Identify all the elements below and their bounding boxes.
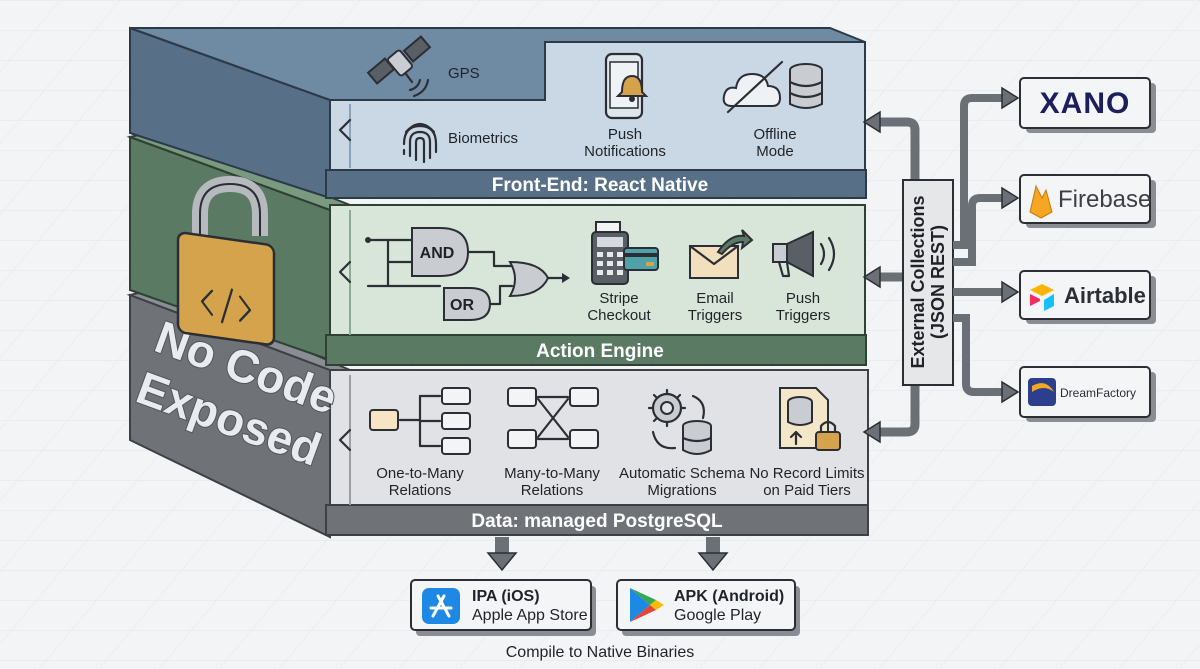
arrow-down-ios [486, 552, 518, 572]
database-lock-icon [779, 387, 841, 451]
data-layer-bar [325, 504, 869, 536]
phone-bell-icon [604, 52, 649, 120]
firebase-label: Firebase [1058, 186, 1151, 213]
offline-cloud-db-icon [722, 60, 824, 114]
service-card-dreamfactory: DreamFactory [1019, 366, 1156, 422]
gear-database-icon [647, 388, 713, 455]
output-ios-subtitle: Apple App Store [472, 607, 588, 624]
action-layer: Action Engine AND OR [126, 128, 867, 366]
megaphone-icon [772, 230, 836, 278]
service-card-firebase: Firebase [1019, 174, 1156, 228]
feature-label-biometrics: Biometrics [448, 130, 518, 147]
external-collections-label-1: External Collections [908, 195, 928, 368]
firebase-logo [1029, 184, 1053, 219]
app-store-icon [422, 588, 460, 624]
arrow-down-android [697, 552, 729, 572]
external-collections-box [902, 179, 954, 386]
service-card-xano: XANO [1019, 77, 1156, 133]
fingerprint-icon [402, 122, 438, 164]
output-card-ios: IPA (iOS) Apple App Store [410, 579, 596, 636]
output-android-subtitle: Google Play [674, 607, 761, 624]
padlock-icon [176, 175, 276, 346]
output-card-android: APK (Android) Google Play [616, 579, 800, 636]
logic-gates-diagram: AND OR [365, 227, 570, 321]
dreamfactory-label: DreamFactory [1060, 386, 1136, 400]
email-arrow-icon [688, 229, 754, 279]
action-layer-bar [325, 334, 867, 366]
many-to-many-icon [507, 387, 599, 449]
external-collections-label-2: (JSON REST) [928, 225, 948, 339]
xano-logo: XANO [1040, 87, 1131, 120]
outputs: IPA (iOS) Apple App Store APK (Android) … [410, 537, 800, 661]
airtable-logo [1030, 284, 1054, 311]
external-collections: External Collections (JSON REST) XANO Fi… [862, 77, 1156, 444]
dreamfactory-logo [1028, 378, 1056, 406]
one-to-many-icon [369, 387, 471, 455]
arrow-to-dreamfactory [953, 314, 1004, 396]
payment-terminal-icon [591, 221, 659, 285]
feature-label-gps: GPS [448, 65, 480, 82]
satellite-icon [366, 35, 432, 98]
data-layer-title: Data: managed PostgreSQL [471, 511, 723, 532]
frontend-layer-title: Front-End: React Native [492, 175, 708, 196]
connector-data [872, 385, 920, 437]
airtable-label: Airtable [1064, 283, 1146, 308]
xor-gate [508, 260, 550, 298]
outputs-caption: Compile to Native Binaries [506, 644, 695, 661]
and-gate-label: AND [420, 245, 455, 262]
output-android-title: APK (Android) [674, 588, 784, 605]
google-play-icon [630, 588, 664, 622]
arrow-to-xano [953, 94, 1004, 249]
connector-frontend [872, 117, 920, 185]
frontend-layer-bar [325, 169, 867, 199]
service-card-airtable: Airtable [1019, 270, 1156, 324]
arrow-to-firebase [953, 194, 1004, 266]
output-ios-title: IPA (iOS) [472, 588, 540, 605]
action-layer-title: Action Engine [536, 341, 664, 362]
frontend-layer: Front-End: React Native GPS Biometrics [129, 26, 867, 200]
or-gate-label: OR [450, 297, 474, 314]
